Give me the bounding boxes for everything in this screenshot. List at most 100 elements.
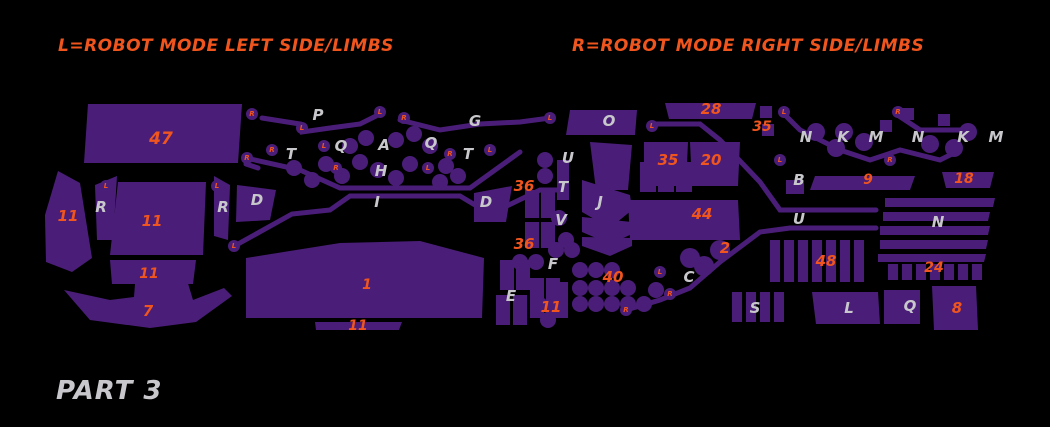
sprue-runner bbox=[397, 115, 553, 133]
part-label-silver: K bbox=[837, 128, 850, 146]
part-label-silver: E bbox=[506, 287, 517, 305]
decal-piece bbox=[422, 138, 438, 154]
part-number: PART 3 bbox=[56, 376, 163, 406]
decal-piece bbox=[566, 110, 637, 135]
sprue-runner bbox=[235, 187, 563, 247]
decal-piece bbox=[812, 292, 880, 324]
decal-piece bbox=[770, 240, 780, 266]
decal-piece bbox=[45, 171, 92, 272]
decal-piece bbox=[786, 180, 804, 194]
sprue-tag-dot bbox=[544, 112, 556, 124]
sprue-tag-dot bbox=[778, 106, 790, 118]
decal-piece bbox=[855, 133, 873, 151]
part-label-silver: R bbox=[217, 198, 229, 216]
decal-piece bbox=[582, 237, 632, 256]
part-label-silver: N bbox=[912, 128, 925, 146]
part-label-orange: 7 bbox=[143, 302, 154, 320]
sprue-tag-label: L bbox=[782, 108, 786, 116]
sprue-tag-dot bbox=[892, 106, 904, 118]
sprue-runner bbox=[623, 225, 879, 313]
decal-piece bbox=[854, 264, 864, 282]
decal-piece bbox=[370, 162, 386, 178]
decal-piece bbox=[812, 240, 822, 266]
sprue-tag-label: R bbox=[895, 108, 900, 116]
decal-piece bbox=[826, 240, 836, 266]
legend-left: L=ROBOT MODE LEFT SIDE/LIMBS bbox=[58, 36, 394, 56]
decal-shapes bbox=[45, 103, 995, 330]
part-label-silver: T bbox=[558, 178, 570, 196]
sprue-tag-label: L bbox=[548, 114, 552, 122]
sprue-tag-label: R bbox=[249, 110, 254, 118]
decal-piece bbox=[572, 296, 588, 312]
sprue-tag-dot bbox=[241, 152, 253, 164]
sprue-tag-dot bbox=[444, 148, 456, 160]
decal-piece bbox=[835, 123, 853, 141]
decal-piece bbox=[784, 240, 794, 266]
decal-piece bbox=[884, 290, 920, 324]
part-label-orange: 44 bbox=[691, 205, 713, 223]
decal-piece bbox=[64, 280, 232, 328]
part-label-orange: 1 bbox=[362, 277, 372, 293]
decal-piece bbox=[388, 170, 404, 186]
sprue-tag-label: R bbox=[244, 154, 249, 162]
part-label-silver: U bbox=[562, 149, 574, 167]
decal-piece bbox=[513, 295, 527, 325]
sprue-tag-dot bbox=[484, 144, 496, 156]
decal-piece bbox=[784, 264, 794, 282]
decal-piece bbox=[710, 240, 730, 260]
sprue-runner bbox=[893, 111, 963, 133]
sprue-tag-dot bbox=[330, 162, 342, 174]
decal-piece bbox=[746, 292, 756, 322]
decal-piece bbox=[590, 142, 632, 190]
decal-piece bbox=[604, 262, 620, 278]
decal-piece bbox=[628, 200, 740, 240]
sprue-tag-label: R bbox=[887, 156, 892, 164]
part-label-orange: 11 bbox=[139, 266, 158, 282]
decal-piece bbox=[110, 182, 206, 255]
part-label-silver: S bbox=[750, 299, 761, 317]
decal-piece bbox=[880, 120, 892, 132]
decal-piece bbox=[658, 162, 674, 192]
decal-piece bbox=[885, 198, 995, 207]
part-label-orange: 28 bbox=[701, 100, 722, 118]
sprue-tag-label: L bbox=[322, 142, 326, 150]
sprue-runner bbox=[259, 113, 379, 135]
part-label-orange: 11 bbox=[58, 207, 79, 225]
decal-piece bbox=[528, 254, 544, 270]
decal-piece bbox=[236, 185, 276, 222]
part-label-silver: A bbox=[377, 136, 390, 154]
part-label-silver: Q bbox=[904, 297, 917, 315]
sprue-tag-label: R bbox=[447, 150, 452, 158]
part-label-silver: D bbox=[480, 193, 492, 211]
sprue-tag-dot bbox=[100, 180, 112, 192]
part-label-silver: O bbox=[603, 112, 616, 130]
decal-piece bbox=[930, 264, 940, 280]
part-label-silver: T bbox=[286, 145, 298, 163]
part-label-orange: 18 bbox=[954, 171, 974, 187]
part-label-silver: I bbox=[374, 193, 380, 211]
decal-piece bbox=[932, 286, 978, 330]
part-label-silver: U bbox=[793, 210, 805, 228]
decal-piece bbox=[690, 142, 740, 186]
sprue-tag-label: L bbox=[215, 182, 219, 190]
part-label-silver: T bbox=[463, 145, 475, 163]
part-label-orange: 40 bbox=[602, 268, 624, 286]
decal-piece bbox=[450, 168, 466, 184]
part-label-silver: R bbox=[95, 198, 107, 216]
decal-piece bbox=[604, 280, 620, 296]
sprue-tag-dot bbox=[266, 144, 278, 156]
part-label-silver: K bbox=[957, 128, 970, 146]
part-label-silver: L bbox=[844, 299, 854, 317]
sprue-tag-dot bbox=[646, 120, 658, 132]
sprue-tag-dot bbox=[620, 304, 632, 316]
decal-piece bbox=[315, 322, 402, 330]
sprue-tag-label: R bbox=[667, 290, 672, 298]
decal-piece bbox=[532, 297, 548, 313]
decal-piece bbox=[916, 264, 926, 280]
sprue-tag-label: R bbox=[333, 164, 338, 172]
part-label-silver: B bbox=[793, 171, 804, 189]
decal-piece bbox=[665, 103, 756, 119]
decal-piece bbox=[640, 162, 656, 192]
part-label-orange: 36 bbox=[514, 177, 535, 195]
